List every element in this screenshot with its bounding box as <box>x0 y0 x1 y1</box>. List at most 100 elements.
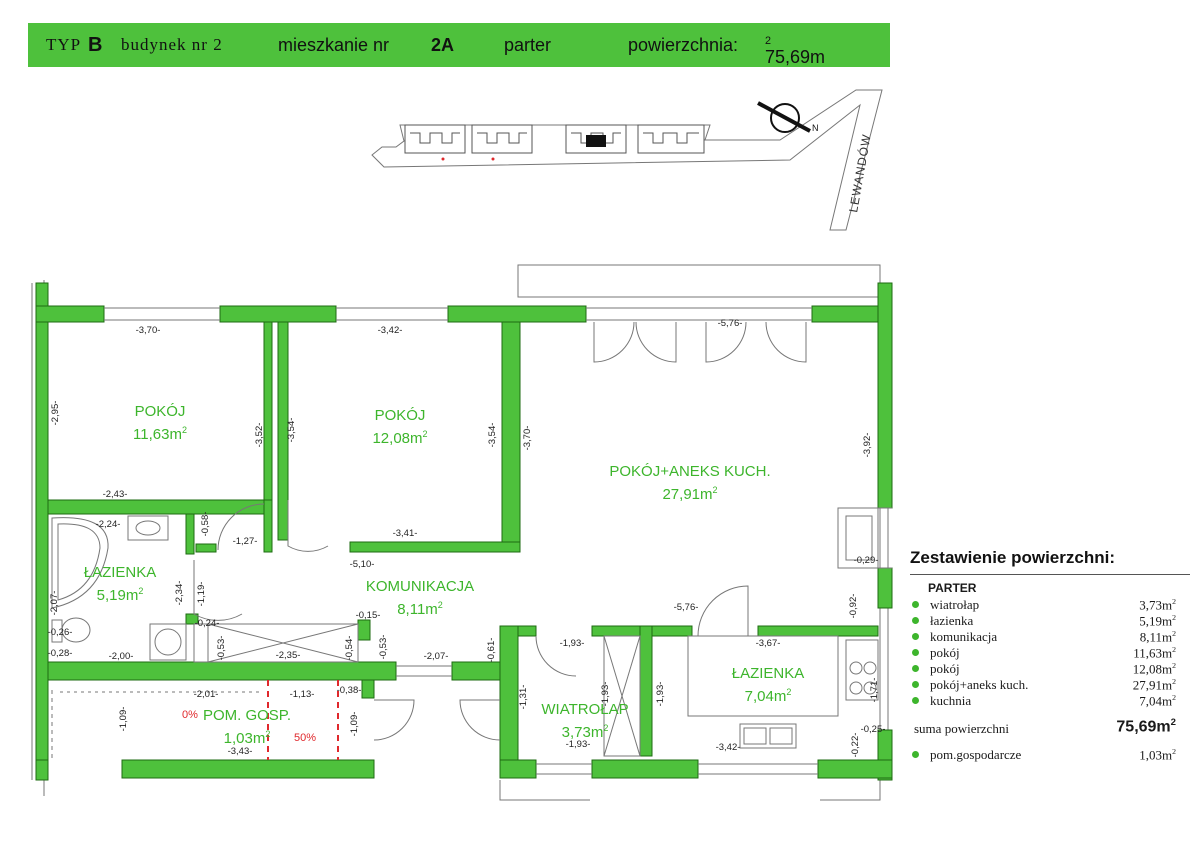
dimension-label: -3,43- <box>228 746 253 757</box>
dimension-label: -3,52- <box>254 423 265 448</box>
room-area: 12,08m2 <box>372 429 428 447</box>
summary-row: pokój+aneks kuch. 27,91m2 <box>910 677 1190 693</box>
room-name: ŁAZIENKA <box>83 564 157 581</box>
summary-title: Zestawienie powierzchni: <box>910 548 1115 567</box>
summary-item-value: 11,63m2 <box>1133 645 1176 661</box>
room-label-pokoj-aneks: POKÓJ+ANEKS KUCH. 27,91m2 <box>580 462 800 504</box>
dimension-label: -2,43- <box>103 489 128 500</box>
room-area: 5,19m2 <box>96 586 144 604</box>
walls <box>35 282 893 781</box>
dimension-label: -5,76- <box>718 318 743 329</box>
percent-label-50: 50% <box>294 732 316 744</box>
building-label: budynek nr 2 <box>121 35 223 54</box>
dimension-label: -2,00- <box>109 651 134 662</box>
dimension-label: -5,76- <box>674 602 699 613</box>
summary-item-name: pokój+aneks kuch. <box>930 677 1029 692</box>
bullet-icon <box>912 681 919 688</box>
summary-row: komunikacja 8,11m2 <box>910 629 1190 645</box>
dimension-label: -0,53- <box>216 636 227 661</box>
dimension-label: -3,42- <box>716 742 741 753</box>
dimension-label: -3,67- <box>756 638 781 649</box>
dimension-label: -0,92- <box>848 594 859 619</box>
apartment-label: mieszkanie nr <box>278 35 390 55</box>
dimension-label: -1,71- <box>869 678 880 703</box>
dimension-label: -1,93- <box>655 682 666 707</box>
dimension-label: -1,93- <box>600 682 611 707</box>
dimension-label: -2,95- <box>50 401 61 426</box>
apartment-marker <box>586 135 606 147</box>
north-label: N <box>812 123 819 133</box>
dimension-label: -1,31- <box>518 685 529 710</box>
header-bar: TYP B budynek nr 2 mieszkanie nr 2A part… <box>28 23 890 67</box>
percent-label-0: 0% <box>182 709 198 721</box>
bullet-icon <box>912 665 919 672</box>
room-label-pom-gosp: POM. GOSP. 1,03m2 <box>192 706 302 748</box>
dimension-label: -0,38- <box>337 685 362 696</box>
room-name: POKÓJ+ANEKS KUCH. <box>609 463 771 480</box>
type-value: B <box>88 34 103 56</box>
dimension-label: -1,93- <box>560 638 585 649</box>
north-arrow-icon: N <box>757 101 819 133</box>
bullet-icon <box>912 751 919 758</box>
dimension-label: -1,09- <box>118 707 129 732</box>
room-label-lazienka-1: ŁAZIENKA 5,19m2 <box>70 563 170 605</box>
summary-item-name: pokój <box>930 661 960 676</box>
summary-item-value: 3,73m2 <box>1139 597 1176 613</box>
summary-extra-row: pom.gospodarcze 1,03m2 <box>910 747 1190 763</box>
room-area: 11,63m2 <box>133 425 187 443</box>
room-name: POM. GOSP. <box>202 707 292 724</box>
dimension-label: -1,09- <box>349 712 360 737</box>
room-name: ŁAZIENKA <box>731 665 805 682</box>
site-plan: N LEWANDÓW <box>371 89 883 231</box>
bullet-icon <box>912 617 919 624</box>
summary-row: wiatrołap 3,73m2 <box>910 597 1190 613</box>
bullet-icon <box>912 697 919 704</box>
room-name: POKÓJ <box>134 403 186 420</box>
dimension-label: -1,93- <box>566 739 591 750</box>
dimension-label: -3,70- <box>136 325 161 336</box>
summary-item-value: 7,04m2 <box>1139 693 1176 709</box>
summary-item-value: 8,11m2 <box>1139 629 1176 645</box>
room-area: 8,11m2 <box>397 600 443 618</box>
type-label: TYP <box>46 35 82 54</box>
dimension-label: -0,58- <box>200 512 211 537</box>
dimension-label: -2,01- <box>194 689 219 700</box>
summary-item-name: kuchnia <box>930 693 972 708</box>
dimension-label: -0,22- <box>850 733 861 758</box>
summary-row: pokój 12,08m2 <box>910 661 1190 677</box>
apartment-number: 2A <box>431 35 455 55</box>
room-area: 27,91m2 <box>662 485 718 503</box>
dimension-label: -0,53- <box>378 635 389 660</box>
summary-item-value: 12,08m2 <box>1132 661 1176 677</box>
room-name: POKÓJ <box>374 407 426 424</box>
summary-row: kuchnia 7,04m2 <box>910 693 1190 709</box>
summary-item-name: wiatrołap <box>930 597 980 612</box>
dimension-label: -0,24- <box>195 618 220 629</box>
dimension-label: -0,15- <box>356 610 381 621</box>
dimension-label: -3,70- <box>522 426 533 451</box>
summary-item-value: 5,19m2 <box>1139 613 1176 629</box>
dimension-labels: -3,70--3,42--5,76--2,95--3,52--3,54--3,5… <box>48 318 886 757</box>
dimension-label: -1,13- <box>290 689 315 700</box>
room-area: 7,04m2 <box>744 687 792 705</box>
bullet-icon <box>912 601 919 608</box>
area-summary: Zestawienie powierzchni: PARTER wiatroła… <box>910 548 1190 763</box>
doors <box>193 321 807 741</box>
summary-item-value: 27,91m2 <box>1132 677 1176 693</box>
dimension-label: -1,19- <box>196 582 207 607</box>
total-label: suma powierzchni <box>914 721 1009 736</box>
room-label-pokoj-2: POKÓJ 12,08m2 <box>345 406 455 448</box>
dimension-label: -1,27- <box>233 536 258 547</box>
dimension-label: -3,54- <box>487 423 498 448</box>
extra-value: 1,03m2 <box>1139 747 1176 763</box>
summary-item-name: komunikacja <box>930 629 998 644</box>
room-label-wiatrolap: WIATROŁAP 3,73m2 <box>530 700 640 742</box>
dimension-label: -2,24- <box>96 519 121 530</box>
dimension-label: -2,34- <box>174 581 185 606</box>
dimension-label: -0,26- <box>48 627 73 638</box>
room-name: WIATROŁAP <box>541 701 629 718</box>
